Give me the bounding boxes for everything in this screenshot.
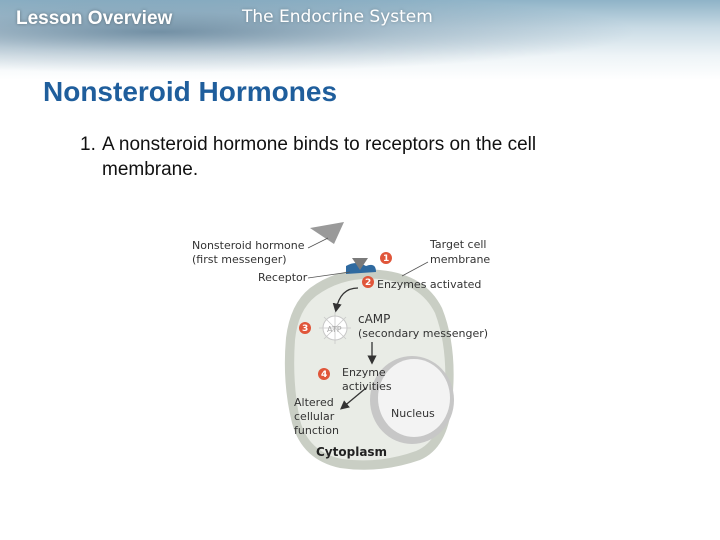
- step-4: 4: [318, 368, 330, 380]
- topic-label: The Endocrine System: [242, 7, 433, 27]
- atp-label: ATP: [327, 325, 342, 334]
- bound-hormone: [352, 258, 368, 270]
- enzyme-activities-line1: Enzyme: [342, 366, 386, 379]
- hormone-label-line2: (first messenger): [192, 253, 287, 266]
- altered-function-line1: Altered: [294, 396, 334, 409]
- slide-title: Nonsteroid Hormones: [43, 76, 338, 107]
- membrane-leader: [401, 261, 429, 277]
- bullet-number: 1.: [80, 134, 96, 155]
- bullet-point: 1. A nonsteroid hormone binds to receptor…: [80, 132, 680, 182]
- step-1: 1: [380, 252, 392, 264]
- receptor-leader: [307, 271, 351, 279]
- hormone-molecule: [310, 222, 344, 244]
- step-2-number: 2: [365, 278, 371, 288]
- nucleus-label: Nucleus: [391, 407, 435, 420]
- altered-function-line2: cellular: [294, 410, 335, 423]
- bullet-text-line2: membrane.: [102, 159, 199, 180]
- receptor-label: Receptor: [258, 271, 308, 284]
- cytoplasm-label: Cytoplasm: [316, 445, 387, 459]
- altered-function-line3: function: [294, 424, 339, 437]
- target-cell-label-line1: Target cell: [429, 238, 486, 251]
- hormone-label-line1: Nonsteroid hormone: [192, 239, 305, 252]
- target-cell-label-line2: membrane: [430, 253, 490, 266]
- step-1-number: 1: [383, 254, 389, 264]
- atp-burst: ATP: [319, 312, 351, 344]
- camp-sublabel: (secondary messenger): [358, 327, 488, 340]
- enzyme-activities-line2: activities: [342, 380, 392, 393]
- activation-arrow: [332, 287, 359, 313]
- function-arrow: [340, 387, 367, 410]
- header-glow: [0, 0, 720, 80]
- step-3-number: 3: [302, 324, 308, 334]
- step-2: 2: [362, 276, 374, 288]
- camp-label: cAMP: [358, 312, 390, 326]
- lesson-overview-label: Lesson Overview: [16, 8, 173, 29]
- step-4-number: 4: [321, 370, 327, 380]
- nucleus-inner: [378, 359, 450, 437]
- enzymes-activated-label: Enzymes activated: [377, 278, 481, 291]
- bullet-text-line1: A nonsteroid hormone binds to receptors …: [102, 134, 537, 155]
- nonsteroid-hormone-diagram: ATP 1 2 3 4 Nonsteroid hormone (first me…: [192, 222, 490, 470]
- hormone-leader: [307, 237, 329, 249]
- step-3: 3: [299, 322, 311, 334]
